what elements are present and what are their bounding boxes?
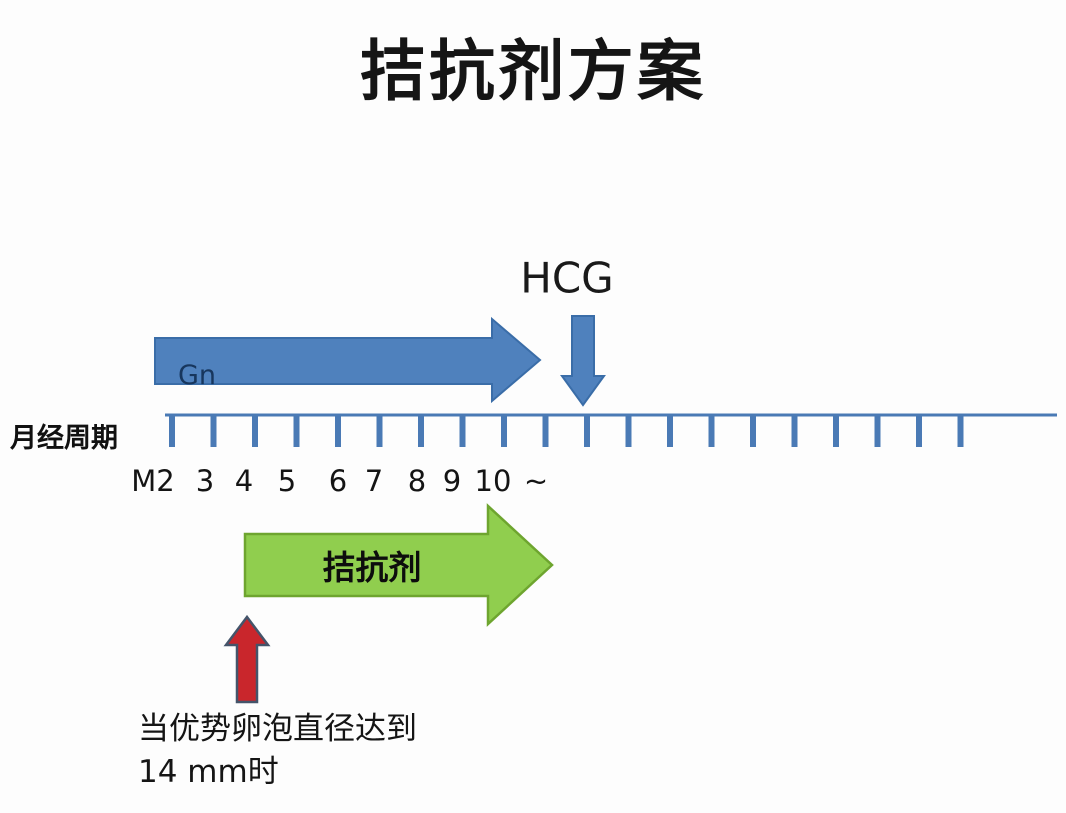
antagonist-arrow-shape <box>243 503 554 627</box>
antagonist-arrow-label: 拮抗剂 <box>322 548 422 587</box>
tick-label: 10 <box>474 464 512 498</box>
tick-label: 5 <box>277 464 297 498</box>
hcg-down-arrow <box>560 315 606 407</box>
tick-label: M2 <box>131 464 175 498</box>
follicle-annotation-line2: 14 mm时 <box>138 753 279 790</box>
tick-label: 6 <box>328 464 348 498</box>
tick-label: 9 <box>442 464 462 498</box>
follicle-annotation: 当优势卵泡直径达到 14 mm时 <box>138 708 417 794</box>
tick-label: 3 <box>195 464 215 498</box>
tick-label: 7 <box>364 464 384 498</box>
follicle-annotation-line1: 当优势卵泡直径达到 <box>138 711 417 747</box>
diagram-title: 拮抗剂方案 <box>359 32 707 110</box>
tick-label: ~ <box>523 464 549 498</box>
tick-label: 8 <box>407 464 427 498</box>
red-up-arrow <box>223 614 271 704</box>
tick-label: 4 <box>234 464 254 498</box>
hcg-label: HCG <box>520 253 614 303</box>
menstrual-cycle-axis-label: 月经周期 <box>10 423 118 454</box>
timeline-ticks <box>169 415 964 447</box>
gn-arrow-shape <box>154 316 542 404</box>
gn-arrow-label: Gn <box>178 360 217 391</box>
